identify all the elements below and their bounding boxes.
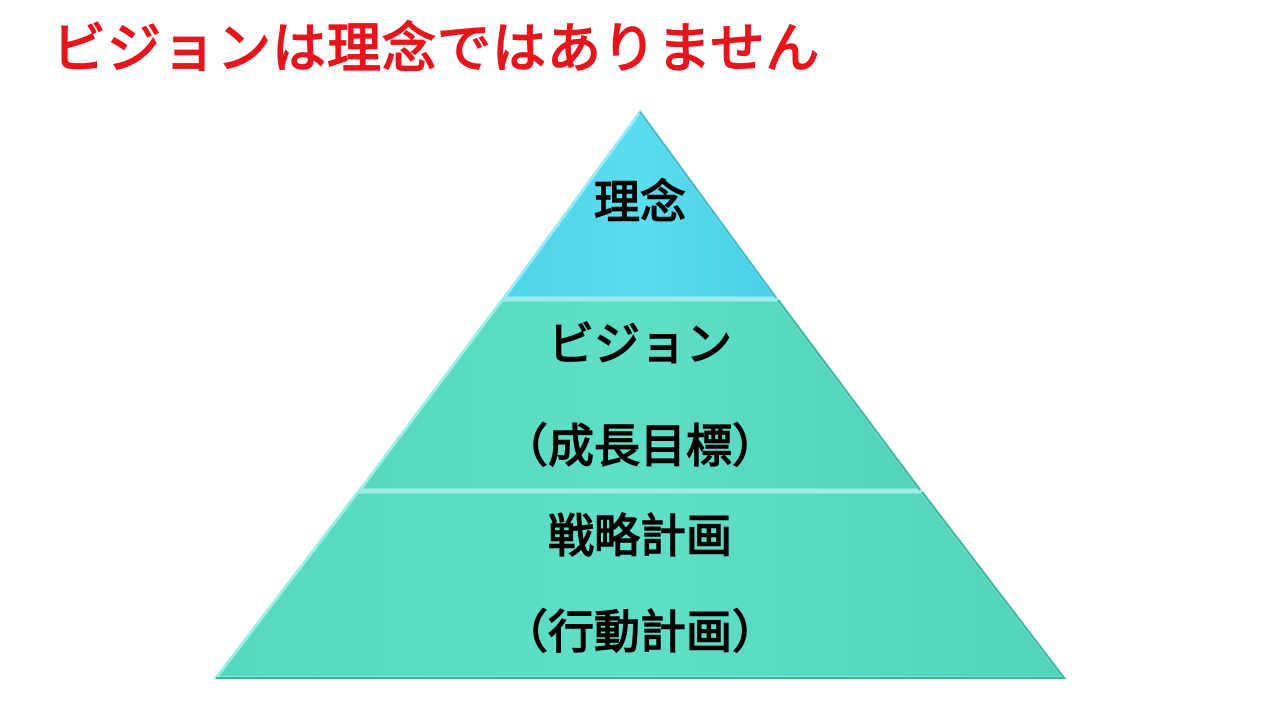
tier-middle-sublabel: （成長目標） <box>502 419 778 473</box>
tier-top-shadow-edge <box>639 111 777 299</box>
tier-middle-label: ビジョン <box>548 317 732 371</box>
slide-title: ビジョンは理念ではありません <box>52 16 821 80</box>
tier-bottom-label: 戦略計画 <box>548 509 732 563</box>
tier-bottom-sublabel: （行動計画） <box>502 605 778 659</box>
tier-bottom-shadow-edge <box>216 491 1067 679</box>
tier-top-label: 理念 <box>594 175 686 229</box>
tier-middle-shadow-edge <box>777 299 921 491</box>
